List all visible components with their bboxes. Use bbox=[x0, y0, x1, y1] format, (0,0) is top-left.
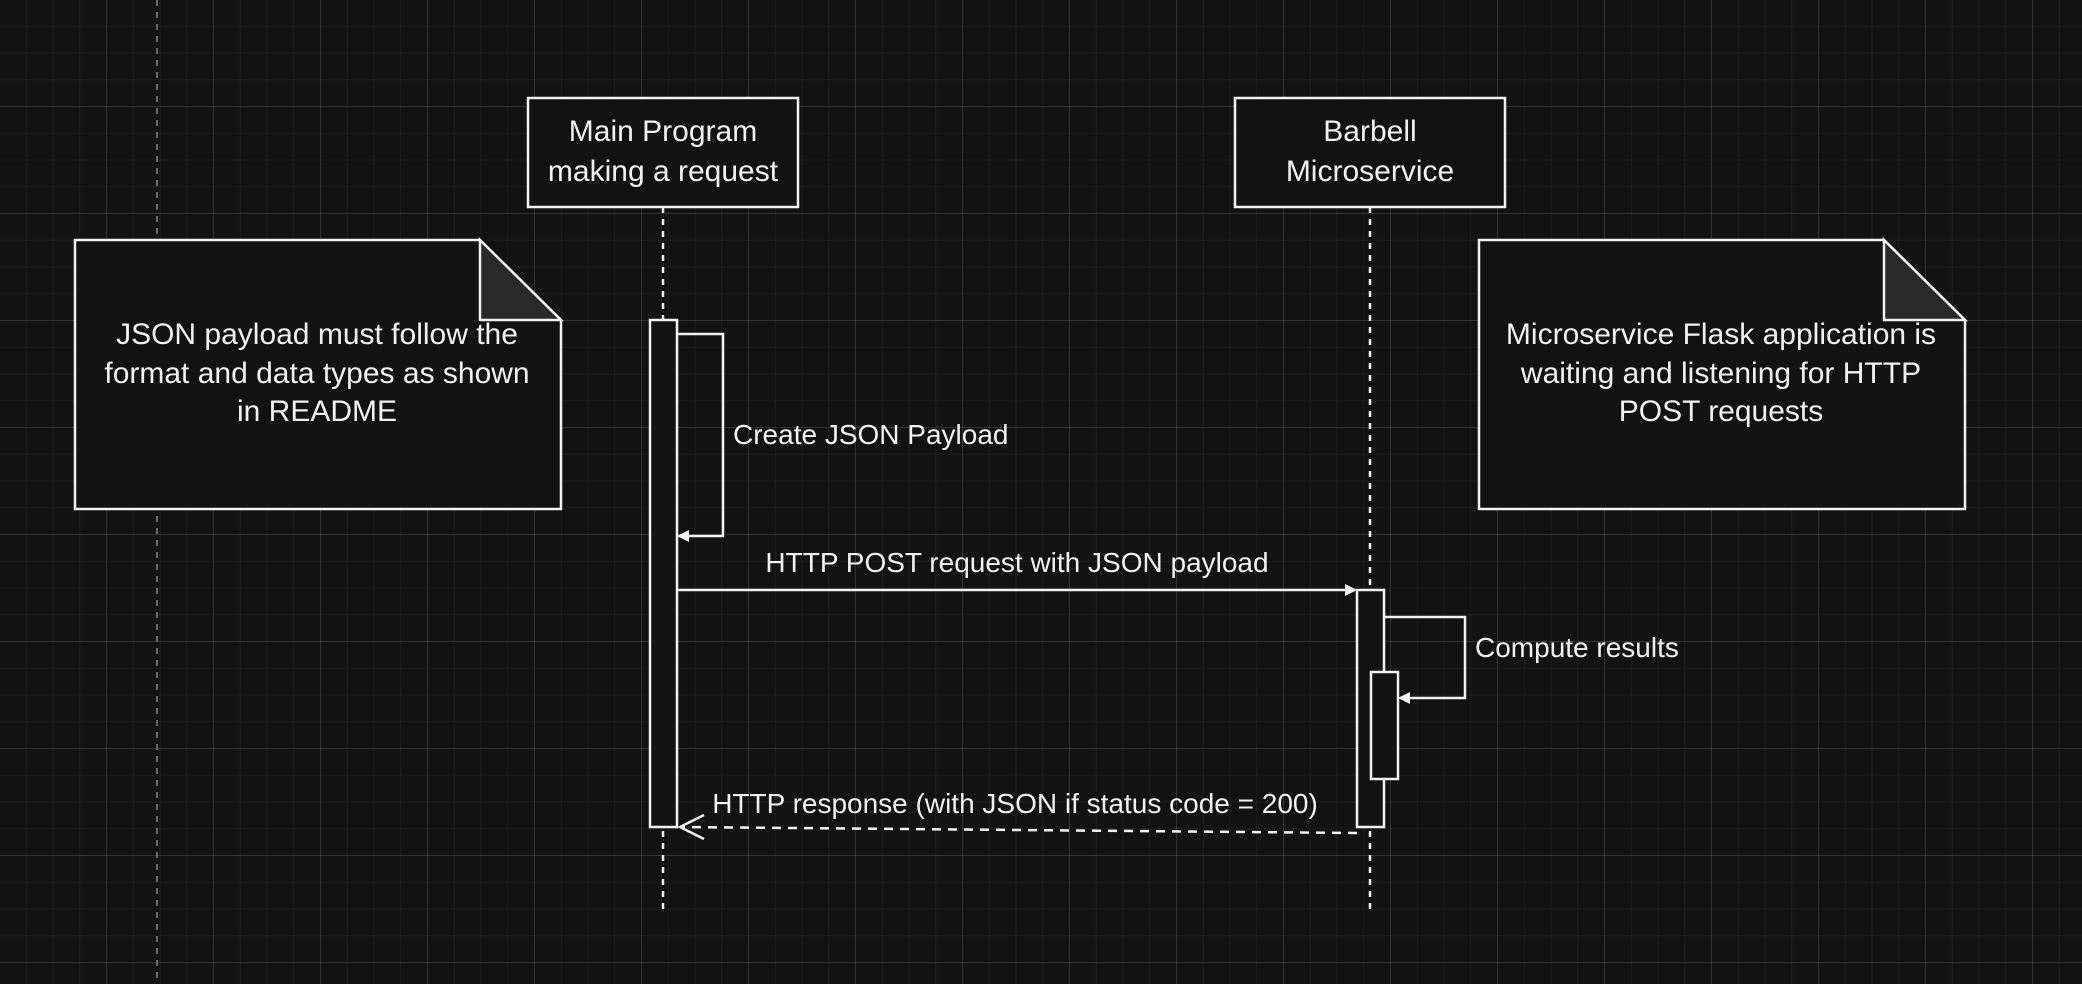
note-payload-format-line3: in README bbox=[237, 395, 397, 428]
note-payload-format-line2: format and data types as shown bbox=[104, 357, 529, 390]
main-program-activation-bar[interactable] bbox=[648, 318, 679, 829]
compute-results-label: Compute results bbox=[1475, 632, 1679, 663]
participant-main-program[interactable]: Main Program making a request bbox=[526, 96, 800, 209]
response-label: HTTP response (with JSON if status code … bbox=[712, 788, 1318, 819]
participant-main-program-label-line1: Main Program bbox=[569, 115, 757, 148]
post-request-label: HTTP POST request with JSON payload bbox=[765, 547, 1268, 578]
compute-results-self-arrow[interactable] bbox=[1384, 615, 1467, 704]
note-payload-format[interactable]: JSON payload must follow the format and … bbox=[73, 237, 565, 511]
response-return-arrow[interactable] bbox=[679, 825, 1358, 835]
note-flask-listening[interactable]: Microservice Flask application is waitin… bbox=[1477, 237, 1969, 511]
note-payload-format-line1: JSON payload must follow the bbox=[116, 318, 518, 351]
participant-microservice-label-line2: Microservice bbox=[1286, 155, 1454, 188]
participant-microservice-label-line1: Barbell bbox=[1323, 115, 1416, 148]
participant-main-program-label-line2: making a request bbox=[548, 155, 779, 188]
note-flask-listening-line3: POST requests bbox=[1619, 395, 1824, 428]
note-flask-listening-line1: Microservice Flask application is bbox=[1506, 318, 1936, 351]
note-flask-listening-line2: waiting and listening for HTTP bbox=[1520, 357, 1921, 390]
compute-activation-bar[interactable] bbox=[1369, 670, 1400, 781]
participant-microservice[interactable]: Barbell Microservice bbox=[1233, 96, 1507, 209]
response-arrowhead bbox=[677, 813, 705, 841]
create-payload-label: Create JSON Payload bbox=[733, 419, 1008, 450]
create-payload-self-arrow[interactable] bbox=[677, 332, 725, 542]
